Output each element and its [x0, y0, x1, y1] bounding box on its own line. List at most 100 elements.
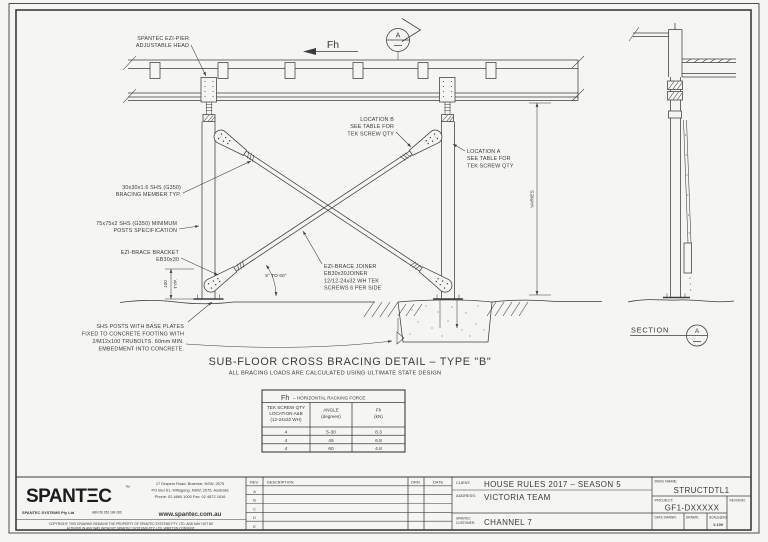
- concrete-texture: [409, 305, 485, 337]
- table-col1-h2: LOCATION A&B: [269, 411, 302, 416]
- trademark-symbol: ™: [125, 485, 130, 491]
- customer-label-2: CUSTOMER:: [456, 521, 475, 525]
- left-plate-bolts: [204, 80, 214, 98]
- dim-100-extensions: [165, 268, 194, 300]
- label-shs-posts-4: EMBEDMENT INTO CONCRETE.: [99, 347, 184, 353]
- label-location-a: LOCATION A SEE TABLE FOR TEK SCREW QTY: [452, 143, 514, 169]
- section-collar-2: [667, 91, 683, 101]
- table-r3c1: 4: [285, 446, 288, 452]
- label-ezi-pier: SPANTEC EZI-PIER ADJUSTABLE HEAD: [136, 36, 207, 77]
- section-brace-edge: [683, 119, 692, 244]
- label-brace-joiner-1: EZI-BRACE JOINER: [324, 264, 376, 270]
- label-shs-posts-2: FIXED TO CONCRETE FOOTING WITH: [82, 332, 184, 338]
- date-header: DATE: [433, 480, 443, 485]
- footing-break-flag: [396, 318, 405, 345]
- outer-border: [8, 3, 760, 534]
- detail-title: SUB-FLOOR CROSS BRACING DETAIL – TYPE "B…: [209, 356, 492, 368]
- rev-row-c: C: [253, 506, 256, 511]
- brace1-member: [243, 150, 423, 272]
- racking-force-table: Fh – HORIZONTAL RACKING FORCE TEK SCREW …: [261, 389, 406, 453]
- brace2-member: [233, 150, 413, 272]
- force-arrowhead: [303, 48, 316, 55]
- label-brace-joiner-3: 12/12-24x32 WH TEK: [324, 278, 379, 284]
- section-floor-left: [633, 32, 669, 37]
- leader-posts-spec: [178, 225, 200, 230]
- section-cut-triangle: [401, 18, 422, 42]
- section-view: SECTION A: [627, 23, 736, 347]
- label-posts-spec-1: 75x75x2 SHS (G350) MINIMUM: [96, 221, 177, 227]
- left-collar: [202, 114, 216, 122]
- spantec-logo: SPANTΞC: [26, 486, 112, 507]
- section-ground: [627, 299, 735, 303]
- date-drawn-label: DATE DRAWN:: [655, 516, 677, 520]
- scale-label: SCALE@A3: [709, 516, 727, 520]
- leader-brace-bracket: [180, 257, 219, 276]
- soil-hatch: [363, 301, 529, 318]
- detail-title-group: SUB-FLOOR CROSS BRACING DETAIL – TYPE "B…: [209, 356, 492, 377]
- bearer-break-marks: [122, 55, 585, 104]
- rev-row-b: B: [253, 498, 256, 503]
- table-r2c3: 6.8: [375, 438, 382, 444]
- leader-shs-posts-footing: [185, 340, 393, 348]
- address-label: ADDRESS:: [456, 493, 476, 498]
- table-r2c2: 45: [328, 438, 334, 444]
- section-view-label: SECTION: [631, 326, 669, 335]
- annotations: SPANTEC EZI-PIER ADJUSTABLE HEAD LOCATIO…: [82, 36, 514, 353]
- label-location-a-3: TEK SCREW QTY: [467, 163, 514, 169]
- table-r1c2: 5-30: [326, 430, 336, 436]
- label-brace-joiner: EZI-BRACE JOINER EB30x30JOINER 12/12-24x…: [302, 230, 381, 292]
- section-floor-right: [682, 58, 736, 78]
- address-value: VICTORIA TEAM: [484, 493, 551, 502]
- section-brace-sleeve: [683, 242, 692, 274]
- label-location-a-1: LOCATION A: [467, 149, 501, 155]
- project-value: GF1-DXXXXX: [665, 504, 720, 513]
- left-post: [193, 77, 224, 300]
- section-collar-1: [667, 80, 683, 90]
- table-col3-h1: Fh: [376, 408, 382, 413]
- leader-ezi-pier: [190, 44, 207, 77]
- rev-table-rows: [246, 485, 452, 522]
- label-brace-bracket-1: EZI-BRACE BRACKET: [121, 250, 180, 256]
- label-location-b-1: LOCATION B: [360, 117, 394, 123]
- project-label: PROJECT:: [655, 498, 674, 503]
- label-posts-spec-2: POSTS SPECIFICATION: [113, 228, 177, 234]
- table-col1-h3: (12-24x32 WH): [270, 417, 302, 422]
- address-line-1: 17 Drapers Road, Braemar, NSW, 2575: [156, 481, 224, 486]
- drn-header: DRN.: [411, 480, 421, 485]
- label-bracing-member: 30x30x1.6 SHS (G350) BRACING MEMBER TYP.: [116, 160, 252, 198]
- section-post: [670, 77, 681, 297]
- ground-surface: [119, 299, 602, 305]
- right-post: [433, 77, 463, 300]
- brace-down-left: [200, 126, 446, 296]
- section-floor-break: [628, 26, 640, 42]
- company-name: SPANTEC SYSTEMS Pty Ltd: [22, 510, 75, 515]
- section-collar-2-hatch: [668, 91, 683, 100]
- floor-bearer: [122, 55, 585, 104]
- force-arrow: Fh: [303, 39, 358, 55]
- dimensions: 100 TYP. VARIES 5° TO 60°: [163, 102, 551, 300]
- section-view-circle: [686, 324, 708, 347]
- label-posts-spec: 75x75x2 SHS (G350) MINIMUM POSTS SPECIFI…: [96, 221, 200, 234]
- table-r1c3: 8.3: [375, 430, 382, 436]
- table-header-text: – HORIZONTAL RACKING FORCE: [293, 396, 366, 401]
- dwg-name-label: DWG NAME:: [655, 479, 678, 484]
- section-brace-trail: [689, 277, 692, 291]
- right-pier-head-plate: [439, 77, 456, 103]
- drawn-label: DRAWN:: [686, 516, 699, 520]
- section-brace-screws: [684, 134, 690, 234]
- title-block-thin-dividers: [16, 489, 652, 520]
- right-base-cleats: [436, 294, 460, 299]
- left-post-lines: [201, 121, 216, 299]
- table-r3c3: 4.8: [375, 446, 382, 452]
- leader-shs-posts-plate: [187, 301, 213, 323]
- dim-100-typ: TYP.: [173, 279, 178, 289]
- table-grid: [262, 402, 405, 452]
- label-bracing-member-1: 30x30x1.6 SHS (G350): [122, 185, 181, 191]
- label-bracing-member-2: BRACING MEMBER TYP.: [116, 192, 181, 198]
- label-location-b-2: SEE TABLE FOR: [350, 124, 394, 130]
- table-r2c1: 4: [285, 438, 288, 444]
- client-value: HOUSE RULES 2017 – SEASON 5: [484, 480, 621, 489]
- brace-down-right: [210, 126, 456, 296]
- address-line-3: Phone: 02 4860 1000 Fax: 02 4872 1616: [155, 494, 226, 499]
